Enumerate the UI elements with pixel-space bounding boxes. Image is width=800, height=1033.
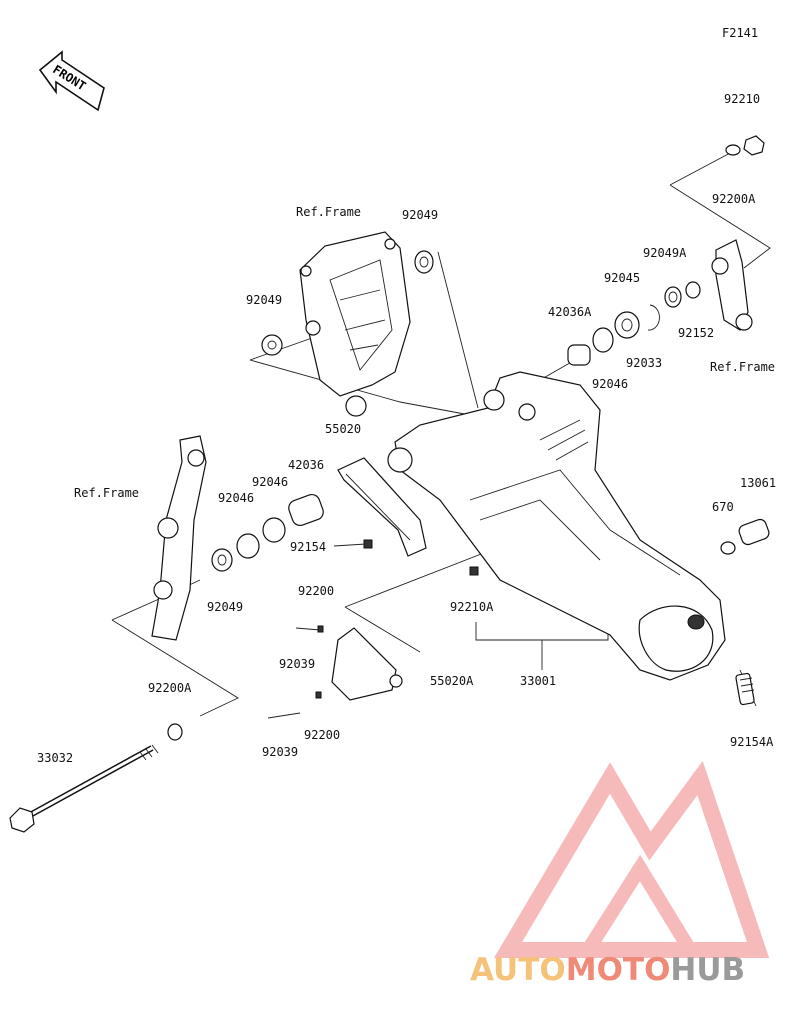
callout-ref-frame: Ref.Frame	[710, 360, 776, 374]
callout-33001: 33001	[520, 674, 557, 688]
pivot-shaft	[9, 744, 159, 833]
callout-92049: 92049	[402, 208, 439, 222]
watermark-text: AUTOMOTOHUB	[470, 952, 745, 988]
callout-55020a: 55020A	[430, 674, 474, 688]
callout-670: 670	[712, 500, 734, 514]
callout-92039: 92039	[279, 657, 316, 671]
callout-92200: 92200	[298, 584, 335, 598]
figure-code: F2141	[722, 26, 759, 40]
bolts	[267, 539, 755, 719]
left-linkage	[151, 435, 207, 641]
callout-42036: 42036	[288, 458, 325, 472]
callout-ref-frame: Ref.Frame	[74, 486, 140, 500]
watermark-hub: HUB	[670, 952, 746, 988]
upper-linkage	[711, 239, 753, 331]
callout-ref-frame: Ref.Frame	[296, 205, 362, 219]
watermark-moto: MOTO	[565, 952, 671, 988]
callout-42036a: 42036A	[548, 305, 592, 319]
callout-33032: 33032	[37, 751, 74, 765]
callout-92154: 92154	[290, 540, 327, 554]
callout-92033: 92033	[626, 356, 663, 370]
callout-92200a: 92200A	[712, 192, 756, 206]
callout-13061: 13061	[740, 476, 777, 490]
callout-92200a: 92200A	[148, 681, 192, 695]
callout-92210: 92210	[724, 92, 761, 106]
watermark-auto: AUTO	[470, 952, 566, 988]
frame-bracket	[299, 231, 411, 417]
callout-92200: 92200	[304, 728, 341, 742]
callout-92049: 92049	[207, 600, 244, 614]
swingarm	[387, 371, 726, 681]
callout-92046: 92046	[218, 491, 255, 505]
callout-92045: 92045	[604, 271, 641, 285]
front-arrow-icon: FRONT	[38, 50, 105, 112]
callout-92210a: 92210A	[450, 600, 494, 614]
callout-92049: 92049	[246, 293, 283, 307]
callout-92049a: 92049A	[643, 246, 687, 260]
chain-slider	[337, 457, 427, 557]
callout-92154a: 92154A	[730, 735, 774, 749]
chain-guard	[331, 627, 403, 701]
callout-55020: 55020	[325, 422, 362, 436]
callout-92046: 92046	[252, 475, 289, 489]
callout-92152: 92152	[678, 326, 715, 340]
watermark-logo	[493, 760, 770, 958]
callout-92046: 92046	[592, 377, 629, 391]
washers-and-bearings	[167, 135, 770, 741]
callout-92039: 92039	[262, 745, 299, 759]
